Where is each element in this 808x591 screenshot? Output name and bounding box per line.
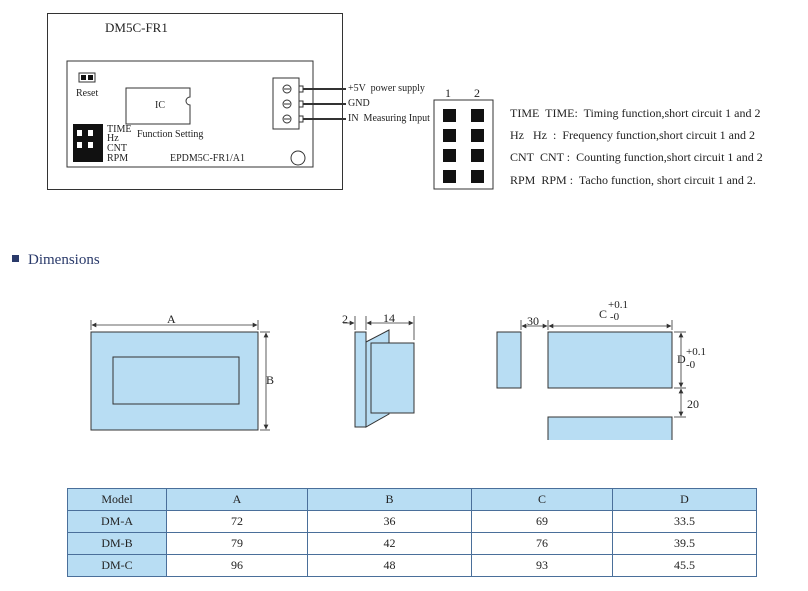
switch-label-cnt: CNT xyxy=(107,143,127,154)
switch-label-rpm: RPM xyxy=(107,153,129,164)
table-header-row: Model A B C D xyxy=(67,488,757,511)
function-text: RPM : Tacho function, short circuit 1 an… xyxy=(541,173,756,187)
dimensions-heading: Dimensions xyxy=(12,252,100,269)
mounting-hole xyxy=(290,150,306,166)
dim-label-c-tol-minus: -0 xyxy=(610,311,620,323)
dim-label-depth: 14 xyxy=(383,311,395,325)
table-row: DM-A 72 36 69 33.5 xyxy=(67,510,757,533)
function-code: CNT xyxy=(510,150,534,164)
function-text: CNT : Counting function,short circuit 1 … xyxy=(540,150,763,164)
jumper-col-label-2: 2 xyxy=(474,86,480,100)
dim-label-thickness: 2 xyxy=(342,312,348,326)
front-view xyxy=(90,320,270,431)
dimensions-table: Model A B C D DM-A 72 36 69 33.5 DM-B 79… xyxy=(67,488,757,577)
module-board xyxy=(66,60,314,168)
pin-label-gnd: GND xyxy=(348,98,370,109)
dimension-drawings xyxy=(90,316,686,440)
dimensions-title: Dimensions xyxy=(28,252,100,268)
table-cell-a: 72 xyxy=(166,510,308,533)
table-cell-d: 39.5 xyxy=(612,532,757,555)
table-cell-c: 76 xyxy=(471,532,613,555)
dim-label-c-tol-plus: +0.1 xyxy=(608,299,628,311)
jumper-block xyxy=(433,99,494,190)
table-header-d: D xyxy=(612,488,757,511)
cutout-view xyxy=(496,320,686,440)
dim-label-d-tol-minus: -0 xyxy=(686,359,696,371)
function-code: Hz xyxy=(510,128,524,142)
pin-label-power: +5V power supply xyxy=(348,83,425,94)
jumper-col-label-1: 1 xyxy=(445,86,451,100)
function-row-rpm: RPM RPM : Tacho function, short circuit … xyxy=(510,173,756,188)
table-row: DM-B 79 42 76 39.5 xyxy=(67,532,757,555)
switch-label-time: TIME xyxy=(107,124,132,135)
table-cell-b: 42 xyxy=(307,532,472,555)
side-view xyxy=(343,316,415,428)
table-header-c: C xyxy=(471,488,613,511)
dim-label-a: A xyxy=(167,312,176,326)
function-text: Hz : Frequency function,short circuit 1 … xyxy=(533,128,755,142)
table-cell-d: 33.5 xyxy=(612,510,757,533)
dim-label-d-tol-plus: +0.1 xyxy=(686,346,706,358)
function-row-cnt: CNT CNT : Counting function,short circui… xyxy=(510,150,763,165)
function-row-hz: Hz Hz : Frequency function,short circuit… xyxy=(510,128,755,143)
table-cell-a: 96 xyxy=(166,554,308,577)
reset-label: Reset xyxy=(76,88,99,99)
function-row-time: TIME TIME: Timing function,short circuit… xyxy=(510,106,760,121)
function-text: TIME: Timing function,short circuit 1 an… xyxy=(545,106,761,120)
function-code: TIME xyxy=(510,106,540,120)
module-title: DM5C-FR1 xyxy=(105,20,168,35)
switch-label-hz: Hz xyxy=(107,133,119,144)
ic-label: IC xyxy=(155,100,165,111)
table-cell-model: DM-A xyxy=(67,510,167,533)
pin-label-input: IN Measuring Input xyxy=(348,113,430,124)
table-cell-b: 48 xyxy=(307,554,472,577)
table-cell-model: DM-B xyxy=(67,532,167,555)
reset-switch xyxy=(78,72,96,83)
table-header-a: A xyxy=(166,488,308,511)
ic-chip xyxy=(125,87,191,125)
dim-label-d: D xyxy=(677,352,686,366)
dim-label-gap: 30 xyxy=(527,314,539,328)
module-outer-frame xyxy=(47,13,343,190)
table-header-b: B xyxy=(307,488,472,511)
dim-label-vertical-gap: 20 xyxy=(687,397,699,411)
table-cell-c: 93 xyxy=(471,554,613,577)
dim-label-c: C xyxy=(599,307,608,321)
table-cell-a: 79 xyxy=(166,532,308,555)
table-cell-model: DM-C xyxy=(67,554,167,577)
table-cell-c: 69 xyxy=(471,510,613,533)
table-cell-b: 36 xyxy=(307,510,472,533)
table-row: DM-C 96 48 93 45.5 xyxy=(67,554,757,577)
bullet-square-icon xyxy=(12,255,19,263)
function-code: RPM xyxy=(510,173,536,187)
board-label: EPDM5C-FR1/A1 xyxy=(170,153,246,164)
table-header-model: Model xyxy=(67,488,167,511)
function-setting-label: Function Setting xyxy=(137,129,204,140)
module-board-diagram xyxy=(66,60,494,190)
table-cell-d: 45.5 xyxy=(612,554,757,577)
dim-label-b: B xyxy=(266,373,275,387)
